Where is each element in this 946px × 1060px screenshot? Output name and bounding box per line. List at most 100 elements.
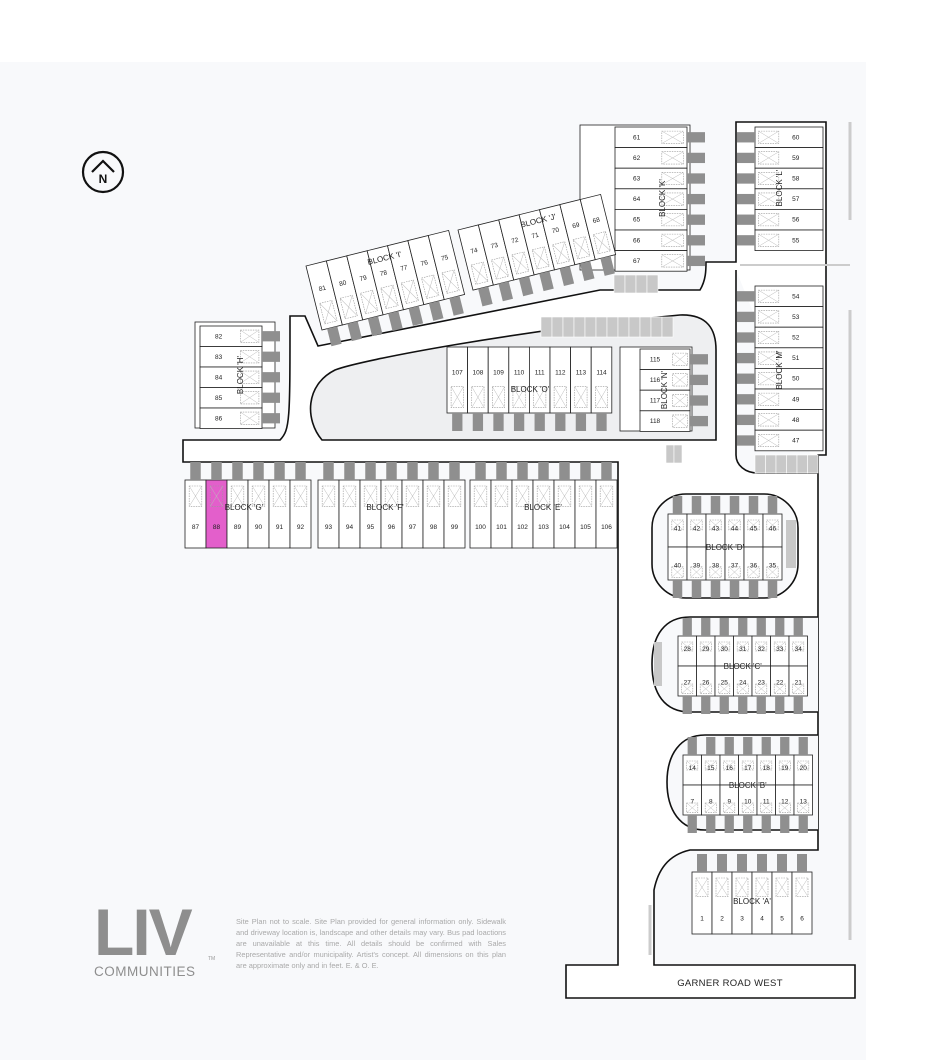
lot-4[interactable]: 4 <box>751 854 773 935</box>
lot-9[interactable]: 9 <box>719 784 739 833</box>
driveway <box>710 496 721 514</box>
lot-33[interactable]: 33 <box>770 618 790 667</box>
lot-69[interactable]: 69 <box>559 199 600 283</box>
driveway <box>737 193 755 205</box>
garage-outline <box>342 485 357 507</box>
lot-8[interactable]: 8 <box>701 784 721 833</box>
lot-79[interactable]: 79 <box>346 250 388 338</box>
lot-number: 11 <box>763 799 770 806</box>
garage-outline <box>572 236 591 260</box>
lot-7[interactable]: 7 <box>682 784 702 833</box>
lot-111[interactable]: 111 <box>529 346 551 431</box>
lot-113[interactable]: 113 <box>570 346 592 431</box>
lot-91[interactable]: 91 <box>268 462 291 549</box>
lot-70[interactable]: 70 <box>539 204 580 288</box>
lot-73[interactable]: 73 <box>477 219 518 303</box>
lot-114[interactable]: 114 <box>590 346 613 431</box>
lot-86[interactable]: 86 <box>199 407 280 429</box>
lot-108[interactable]: 108 <box>467 346 489 431</box>
lot-23[interactable]: 23 <box>751 665 771 714</box>
lot-92[interactable]: 92 <box>289 462 312 549</box>
lot-105[interactable]: 105 <box>574 462 597 549</box>
lot-115[interactable]: 115 <box>639 348 708 371</box>
lot-11[interactable]: 11 <box>756 784 776 833</box>
lot-34[interactable]: 34 <box>788 618 808 667</box>
driveway <box>262 372 280 383</box>
lot-98[interactable]: 98 <box>422 462 445 549</box>
lot-61[interactable]: 61 <box>614 126 705 149</box>
lot-52[interactable]: 52 <box>737 326 824 349</box>
lot-47[interactable]: 47 <box>737 429 824 452</box>
lot-40[interactable]: 40 <box>667 546 688 598</box>
lot-64[interactable]: 64 <box>614 188 705 210</box>
lot-49[interactable]: 49 <box>737 388 824 411</box>
lot-20[interactable]: 20 <box>793 737 813 786</box>
lot-82[interactable]: 82 <box>199 325 280 347</box>
lot-37[interactable]: 37 <box>724 546 745 598</box>
lot-59[interactable]: 59 <box>737 147 824 169</box>
lot-1[interactable]: 1 <box>691 854 713 935</box>
lot-24[interactable]: 24 <box>733 665 753 714</box>
lot-118[interactable]: 118 <box>639 410 708 432</box>
lot-75[interactable]: 75 <box>427 229 469 317</box>
lot-15[interactable]: 15 <box>701 737 721 786</box>
lot-12[interactable]: 12 <box>775 784 795 833</box>
lot-6[interactable]: 6 <box>791 854 813 935</box>
lot-88[interactable]: 88 <box>205 462 228 549</box>
lot-107[interactable]: 107 <box>446 346 469 431</box>
garage-outline <box>251 485 266 507</box>
lot-19[interactable]: 19 <box>775 737 795 786</box>
lot-77[interactable]: 77 <box>387 240 429 328</box>
lot-21[interactable]: 21 <box>788 665 808 714</box>
lot-100[interactable]: 100 <box>469 462 492 549</box>
lot-35[interactable]: 35 <box>762 546 783 598</box>
lot-60[interactable]: 60 <box>737 126 824 149</box>
lot-66[interactable]: 66 <box>614 229 705 252</box>
lot-104[interactable]: 104 <box>553 462 576 549</box>
lot-32[interactable]: 32 <box>751 618 771 667</box>
lot-87[interactable]: 87 <box>184 462 207 549</box>
lot-2[interactable]: 2 <box>711 854 733 935</box>
lot-26[interactable]: 26 <box>696 665 716 714</box>
lot-44[interactable]: 44 <box>724 496 745 548</box>
lot-number: 113 <box>576 370 587 377</box>
lot-62[interactable]: 62 <box>614 147 705 169</box>
lot-42[interactable]: 42 <box>686 496 707 548</box>
lot-103[interactable]: 103 <box>532 462 555 549</box>
block-label-o: BLOCK 'O' <box>511 385 550 394</box>
lot-80[interactable]: 80 <box>325 255 367 343</box>
driveway <box>262 331 280 342</box>
lot-117[interactable]: 117 <box>639 389 708 412</box>
lot-5[interactable]: 5 <box>771 854 793 935</box>
lot-96[interactable]: 96 <box>380 462 403 549</box>
lot-93[interactable]: 93 <box>317 462 340 549</box>
lot-3[interactable]: 3 <box>731 854 753 935</box>
lot-78[interactable]: 78 <box>366 245 408 333</box>
lot-17[interactable]: 17 <box>738 737 758 786</box>
lot-94[interactable]: 94 <box>338 462 361 549</box>
lot-112[interactable]: 112 <box>549 346 572 431</box>
lot-outline <box>199 407 263 429</box>
lot-67[interactable]: 67 <box>614 250 705 272</box>
lot-14[interactable]: 14 <box>682 737 702 786</box>
lot-101[interactable]: 101 <box>490 462 513 549</box>
lot-outline <box>754 167 824 190</box>
lot-36[interactable]: 36 <box>743 546 764 598</box>
lot-106[interactable]: 106 <box>595 462 618 549</box>
lot-22[interactable]: 22 <box>770 665 790 714</box>
lot-116[interactable]: 116 <box>639 369 708 391</box>
lot-55[interactable]: 55 <box>737 229 824 252</box>
lot-99[interactable]: 99 <box>443 462 466 549</box>
lot-27[interactable]: 27 <box>677 665 697 714</box>
lot-81[interactable]: 81 <box>305 260 347 348</box>
lot-16[interactable]: 16 <box>719 737 739 786</box>
lot-13[interactable]: 13 <box>793 784 813 833</box>
lot-46[interactable]: 46 <box>762 496 783 548</box>
garage-outline <box>773 683 786 694</box>
lot-68[interactable]: 68 <box>579 193 620 277</box>
lot-10[interactable]: 10 <box>738 784 758 833</box>
lot-83[interactable]: 83 <box>199 346 280 368</box>
lot-97[interactable]: 97 <box>401 462 424 549</box>
lot-number: 81 <box>318 285 327 294</box>
